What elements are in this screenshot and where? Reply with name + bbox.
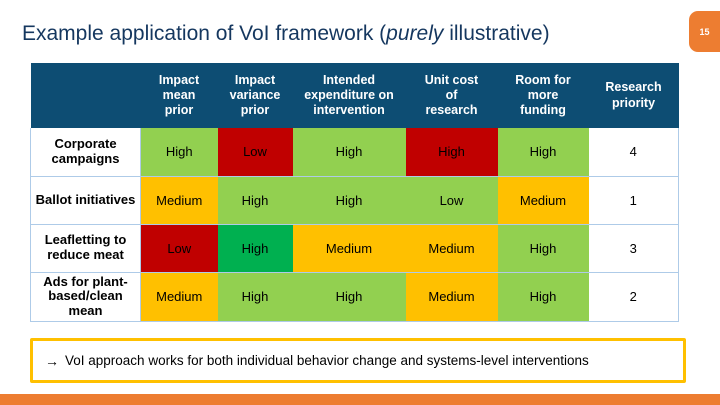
rating-cell: High: [405, 128, 498, 177]
rating-cell: High: [292, 128, 406, 177]
bottom-accent-bar: [0, 394, 720, 405]
rating-cell: Low: [217, 128, 293, 177]
rating-cell: Medium: [140, 176, 218, 225]
row-label: Ads for plant-based/clean mean: [30, 272, 141, 323]
priority-cell: 3: [588, 224, 679, 273]
col-header-unit-cost-of-research: Unit cost of research: [405, 63, 498, 128]
arrow-icon: →: [45, 352, 59, 369]
col-header-intended-expenditure: Intended expenditure on intervention: [292, 63, 406, 128]
priority-cell: 4: [588, 128, 679, 177]
rating-cell: High: [292, 176, 406, 225]
rating-cell: Medium: [140, 272, 218, 323]
priority-cell: 1: [588, 176, 679, 225]
col-header-research-priority: Research priority: [588, 63, 679, 128]
page-number-badge: 15: [689, 11, 720, 52]
rating-cell: High: [497, 224, 589, 273]
page-title: Example application of VoI framework (pu…: [22, 22, 550, 46]
rating-cell: High: [292, 272, 406, 323]
col-header-room-for-more-funding: Room for more funding: [497, 63, 589, 128]
callout-text: VoI approach works for both individual b…: [65, 353, 589, 368]
rating-cell: High: [497, 272, 589, 323]
rating-cell: Medium: [405, 272, 498, 323]
title-italic-word: purely: [386, 22, 444, 45]
rating-cell: Medium: [292, 224, 406, 273]
takeaway-callout: → VoI approach works for both individual…: [30, 338, 686, 383]
priority-cell: 2: [588, 272, 679, 323]
rating-cell: Medium: [405, 224, 498, 273]
col-header-impact-variance-prior: Impact variance prior: [217, 63, 293, 128]
rating-cell: Low: [405, 176, 498, 225]
voi-framework-table: Impact mean prior Impact variance prior …: [30, 63, 679, 323]
table-row: Ads for plant-based/clean mean Medium Hi…: [30, 272, 679, 323]
table-row: Ballot initiatives Medium High High Low …: [30, 176, 679, 225]
col-header-blank: [30, 63, 141, 128]
rating-cell: Medium: [497, 176, 589, 225]
rating-cell: High: [217, 272, 293, 323]
rating-cell: High: [217, 224, 293, 273]
title-text-end: illustrative): [443, 22, 550, 45]
rating-cell: Low: [140, 224, 218, 273]
row-label: Corporate campaigns: [30, 128, 141, 177]
table-row: Leafletting to reduce meat Low High Medi…: [30, 224, 679, 273]
col-header-impact-mean-prior: Impact mean prior: [140, 63, 218, 128]
table-row: Corporate campaigns High Low High High H…: [30, 128, 679, 177]
title-text-start: Example application of VoI framework (: [22, 22, 387, 45]
table-header-row: Impact mean prior Impact variance prior …: [30, 63, 679, 128]
row-label: Ballot initiatives: [30, 176, 141, 225]
rating-cell: High: [497, 128, 589, 177]
rating-cell: High: [217, 176, 293, 225]
rating-cell: High: [140, 128, 218, 177]
row-label: Leafletting to reduce meat: [30, 224, 141, 273]
